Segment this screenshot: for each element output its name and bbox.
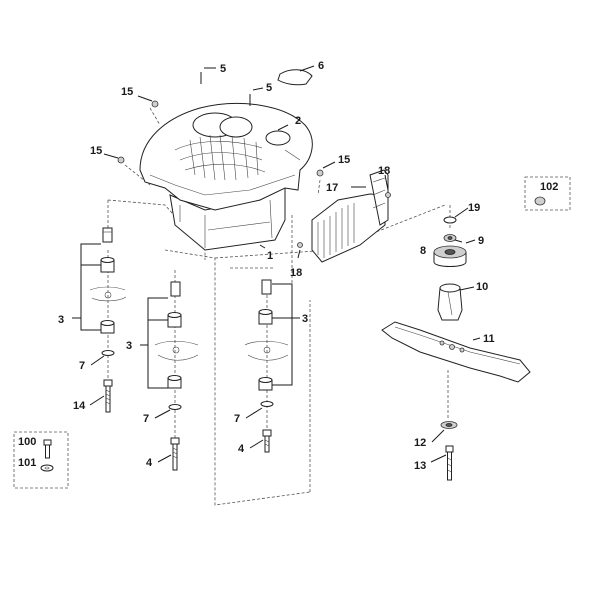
callout-5b: 5 [266, 82, 272, 94]
nut-part-8 [443, 234, 457, 242]
nut-part-15b [117, 156, 125, 164]
callout-13: 13 [414, 460, 426, 472]
callout-3-right: 3 [302, 313, 308, 325]
nut-part-15a [151, 100, 159, 108]
callout-19: 19 [468, 202, 480, 214]
callout-8: 8 [420, 245, 426, 257]
callout-3-middle: 3 [126, 340, 132, 352]
plug-part-102 [534, 196, 546, 206]
bolt-part-13 [445, 445, 454, 481]
callout-10: 10 [476, 281, 488, 293]
inset-box-102 [524, 176, 571, 211]
callout-18b: 18 [290, 267, 302, 279]
vibration-mount-right [244, 340, 289, 361]
callout-7-left: 7 [79, 360, 85, 372]
blade-part-11 [381, 321, 531, 383]
bolt-top-right [261, 279, 272, 295]
spacer-upper-middle [167, 312, 182, 328]
callout-18a: 18 [378, 165, 390, 177]
bolt-part-14 [103, 379, 113, 413]
screw-part-18b [297, 242, 303, 248]
cap-part-6 [277, 69, 313, 86]
callout-7-right: 7 [234, 413, 240, 425]
washer-part-12 [440, 421, 458, 429]
bolt-top-middle [170, 281, 181, 297]
callout-2: 2 [295, 115, 301, 127]
washer-part-19 [443, 216, 457, 224]
callout-7-middle: 7 [143, 413, 149, 425]
callout-15a: 15 [121, 86, 133, 98]
washer-part-101 [40, 464, 54, 472]
spacer-lower-middle [167, 375, 182, 389]
bolt-part-4a [170, 437, 180, 471]
bearing-part-9 [433, 245, 467, 267]
assembly-guide-lines [107, 107, 451, 506]
bolt-top-left [102, 227, 113, 243]
callout-15c: 15 [338, 154, 350, 166]
callout-12: 12 [414, 437, 426, 449]
washer-part-7b [168, 404, 182, 410]
callout-4-middle: 4 [146, 457, 153, 469]
callout-102: 102 [540, 181, 558, 193]
spacer-lower-right [258, 377, 273, 391]
callout-6: 6 [318, 60, 324, 72]
callout-4-right: 4 [238, 443, 245, 455]
callout-100: 100 [18, 436, 36, 448]
callout-17: 17 [326, 182, 338, 194]
bolt-part-4b [262, 429, 272, 453]
spacer-lower-left [100, 320, 115, 334]
blade-adapter-part-10 [437, 283, 463, 321]
washer-part-7c [260, 401, 274, 407]
callout-15b: 15 [90, 145, 102, 157]
nut-part-15c [316, 169, 324, 177]
screw-part-18a [385, 192, 391, 198]
callout-1: 1 [267, 250, 273, 262]
spacer-upper-right [258, 309, 273, 325]
bolt-part-100 [43, 439, 52, 459]
callout-11: 11 [483, 333, 495, 345]
washer-part-7a [101, 350, 115, 356]
callout-3-left: 3 [58, 314, 64, 326]
inset-box-100-101 [13, 431, 69, 489]
callout-5a: 5 [220, 63, 226, 75]
callout-101: 101 [18, 457, 36, 469]
air-filter-part-17 [311, 169, 389, 263]
callout-9: 9 [478, 235, 484, 247]
leader-lines [72, 65, 481, 463]
callout-labels: 1 2 3 3 3 4 4 5 5 6 7 7 7 8 9 10 11 12 1… [18, 60, 558, 472]
callout-14: 14 [73, 400, 86, 412]
vibration-mount-middle [154, 340, 199, 361]
spacer-upper-left [100, 257, 115, 273]
vibration-mount-left [89, 286, 127, 302]
engine-shroud-part-2 [139, 103, 313, 211]
